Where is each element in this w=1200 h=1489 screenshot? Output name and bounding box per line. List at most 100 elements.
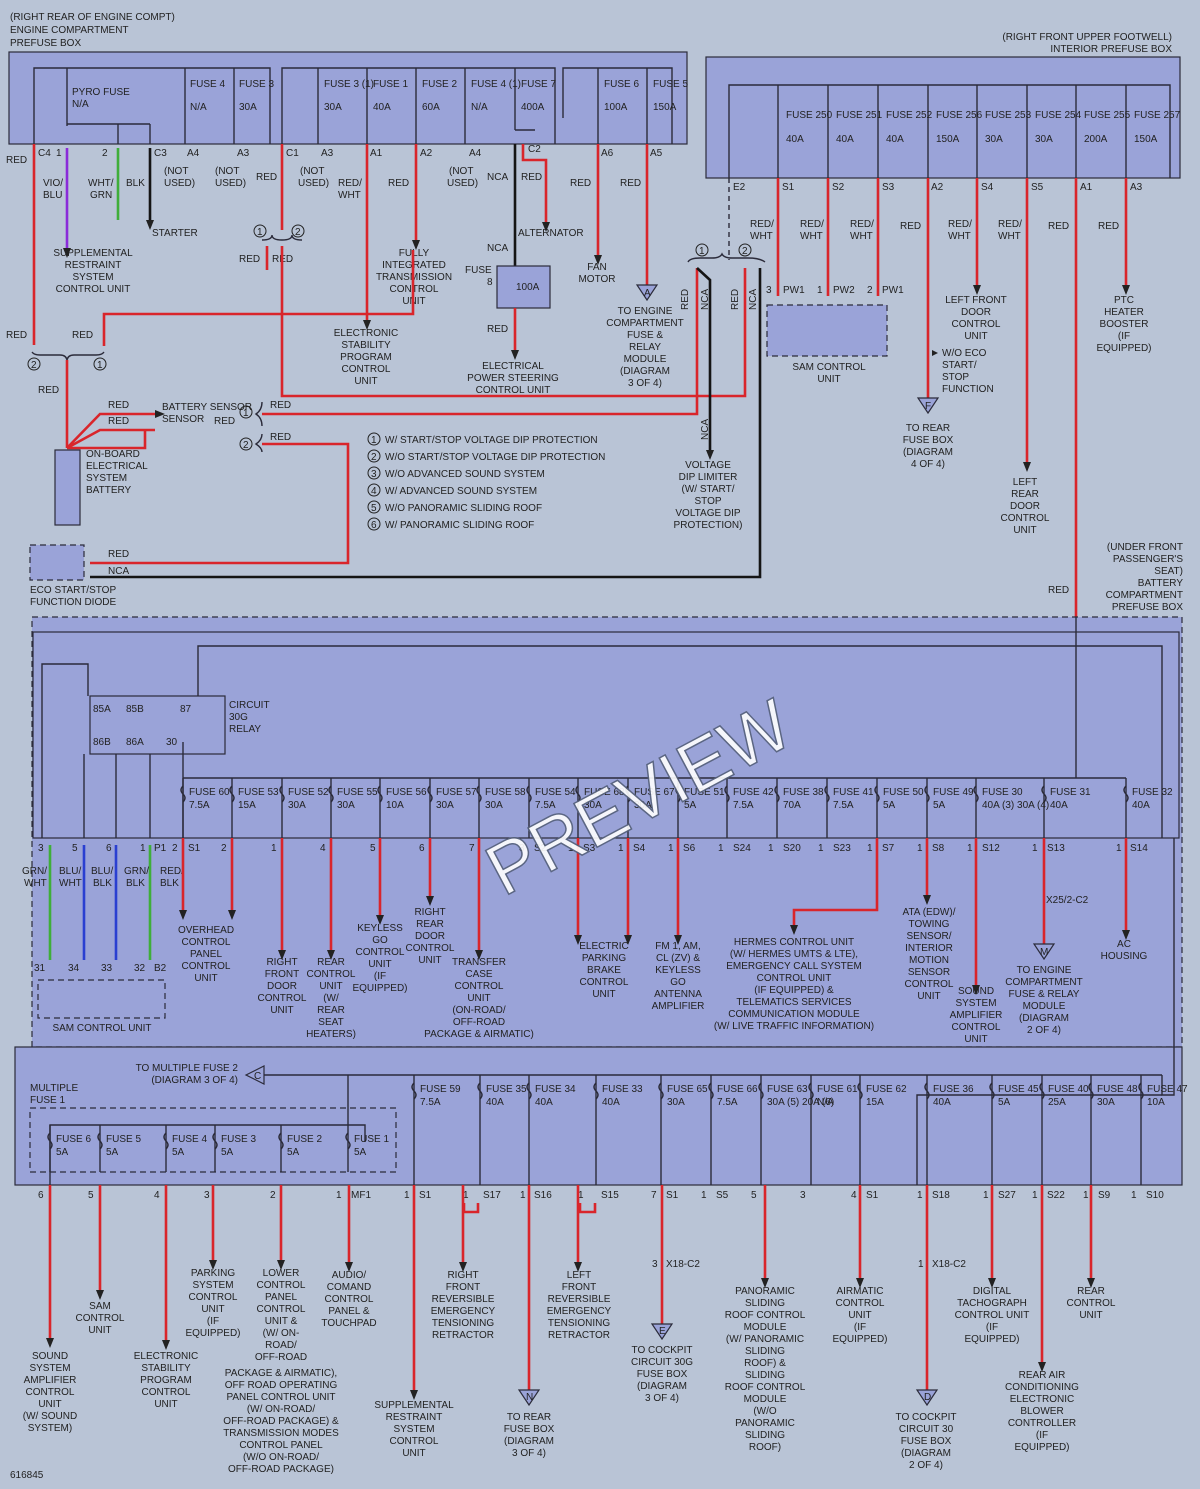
svg-text:S3: S3	[583, 843, 596, 854]
svg-text:W/O ADVANCED SOUND SYSTEM: W/O ADVANCED SOUND SYSTEM	[385, 469, 545, 480]
svg-text:NCA: NCA	[700, 289, 711, 310]
fuse-rating: 5A	[684, 800, 697, 811]
svg-text:UNIT: UNIT	[319, 981, 342, 992]
svg-text:PREFUSE BOX: PREFUSE BOX	[1112, 602, 1183, 613]
fuse-element-icon	[278, 1132, 284, 1150]
svg-text:3 OF 4): 3 OF 4)	[512, 1448, 546, 1459]
arrow-icon	[345, 1262, 353, 1272]
svg-text:W/ ADVANCED SOUND SYSTEM: W/ ADVANCED SOUND SYSTEM	[385, 486, 537, 497]
svg-text:BLU: BLU	[43, 190, 62, 201]
svg-text:RED: RED	[487, 324, 508, 335]
fuse-element-icon	[989, 1082, 995, 1100]
fuse-element-icon	[808, 1082, 814, 1100]
svg-text:S5: S5	[1031, 182, 1044, 193]
svg-text:RED: RED	[108, 416, 129, 427]
svg-text:REVERSIBLE: REVERSIBLE	[432, 1294, 495, 1305]
fuse-rating: 5A	[172, 1147, 185, 1158]
svg-text:WHT: WHT	[24, 878, 47, 889]
fuse-rating: 10A	[386, 800, 404, 811]
svg-text:UNIT: UNIT	[592, 989, 615, 1000]
svg-text:FUSE 253: FUSE 253	[985, 110, 1032, 121]
svg-text:PW2: PW2	[833, 285, 855, 296]
svg-text:CONTROL: CONTROL	[342, 364, 391, 375]
svg-text:(W/ LIVE TRAFFIC INFORMATION): (W/ LIVE TRAFFIC INFORMATION)	[714, 1021, 874, 1032]
arrow-icon	[856, 1278, 864, 1288]
svg-text:S1: S1	[666, 1190, 679, 1201]
fuse-element-icon	[411, 1082, 417, 1100]
svg-text:CONTROL: CONTROL	[325, 1294, 374, 1305]
svg-text:MULTIPLE: MULTIPLE	[30, 1083, 78, 1094]
svg-text:EQUIPPED): EQUIPPED)	[1014, 1442, 1069, 1453]
svg-text:RED: RED	[256, 172, 277, 183]
fuse-label: FUSE 2	[287, 1134, 322, 1145]
fuse-element-icon	[774, 785, 780, 803]
svg-text:OFF ROAD OPERATING: OFF ROAD OPERATING	[225, 1380, 338, 1391]
svg-text:VIO/: VIO/	[43, 178, 63, 189]
svg-text:CONTROL: CONTROL	[182, 937, 231, 948]
svg-text:RED/: RED/	[998, 219, 1022, 230]
fuse-rating: 40A	[486, 1097, 504, 1108]
arrow-icon	[624, 935, 632, 945]
svg-text:1: 1	[568, 843, 574, 854]
svg-text:MODULE: MODULE	[624, 354, 667, 365]
svg-text:(DIAGRAM: (DIAGRAM	[504, 1436, 554, 1447]
connector-f-icon	[916, 397, 940, 415]
fuse-label: FUSE 63	[767, 1084, 808, 1095]
fuse-label: FUSE 40	[1048, 1084, 1089, 1095]
svg-text:AUDIO/: AUDIO/	[332, 1270, 367, 1281]
svg-text:UNIT: UNIT	[964, 331, 987, 342]
svg-text:NCA: NCA	[487, 172, 508, 183]
svg-text:2: 2	[742, 246, 748, 257]
svg-text:REAR: REAR	[416, 919, 444, 930]
svg-text:N: N	[526, 1392, 533, 1403]
svg-text:32: 32	[134, 963, 146, 974]
fuse-element-icon	[1138, 1082, 1144, 1100]
svg-text:S17: S17	[483, 1190, 501, 1201]
svg-text:MODULE: MODULE	[744, 1394, 787, 1405]
voltage-dip-wires: 1 2 RED NCA RED NCA NCA	[680, 243, 766, 460]
svg-text:S4: S4	[981, 182, 994, 193]
svg-text:GO: GO	[670, 977, 686, 988]
svg-text:4: 4	[851, 1190, 857, 1201]
svg-text:6: 6	[419, 843, 425, 854]
svg-text:CONTROL: CONTROL	[257, 1280, 306, 1291]
fuse-rating: 40A	[535, 1097, 553, 1108]
svg-text:2: 2	[221, 843, 227, 854]
svg-text:3 OF 4): 3 OF 4)	[645, 1393, 679, 1404]
svg-text:E: E	[659, 1326, 666, 1337]
svg-text:S13: S13	[1047, 843, 1065, 854]
svg-text:LOWER: LOWER	[263, 1268, 300, 1279]
svg-text:BRAKE: BRAKE	[587, 965, 621, 976]
svg-text:HEATERS): HEATERS)	[306, 1029, 356, 1040]
svg-text:CONTROL: CONTROL	[182, 961, 231, 972]
svg-text:ELECTRONIC: ELECTRONIC	[134, 1351, 198, 1362]
fuse-rating: 30A	[288, 800, 306, 811]
svg-text:ELECTRONIC: ELECTRONIC	[1010, 1394, 1074, 1405]
svg-text:UNIT: UNIT	[418, 955, 441, 966]
svg-text:1: 1	[917, 1190, 923, 1201]
svg-text:INTERIOR PREFUSE BOX: INTERIOR PREFUSE BOX	[1050, 44, 1172, 55]
svg-text:SYSTEM: SYSTEM	[72, 272, 113, 283]
output-wire	[792, 838, 879, 925]
svg-text:(ON-ROAD/: (ON-ROAD/	[452, 1005, 506, 1016]
svg-text:WHT: WHT	[800, 231, 823, 242]
svg-text:1: 1	[371, 435, 377, 446]
fuse-element-icon	[477, 1082, 483, 1100]
svg-text:N/A: N/A	[471, 102, 488, 113]
svg-text:RED/: RED/	[160, 866, 184, 877]
svg-text:RED: RED	[680, 289, 691, 310]
svg-text:X18-C2: X18-C2	[666, 1259, 700, 1270]
svg-text:400A: 400A	[521, 102, 545, 113]
svg-text:FRONT: FRONT	[446, 1282, 480, 1293]
svg-text:RED: RED	[270, 432, 291, 443]
svg-text:FUSE 257: FUSE 257	[1134, 110, 1181, 121]
svg-text:UNIT &: UNIT &	[265, 1316, 298, 1327]
svg-text:N/A: N/A	[72, 99, 89, 110]
